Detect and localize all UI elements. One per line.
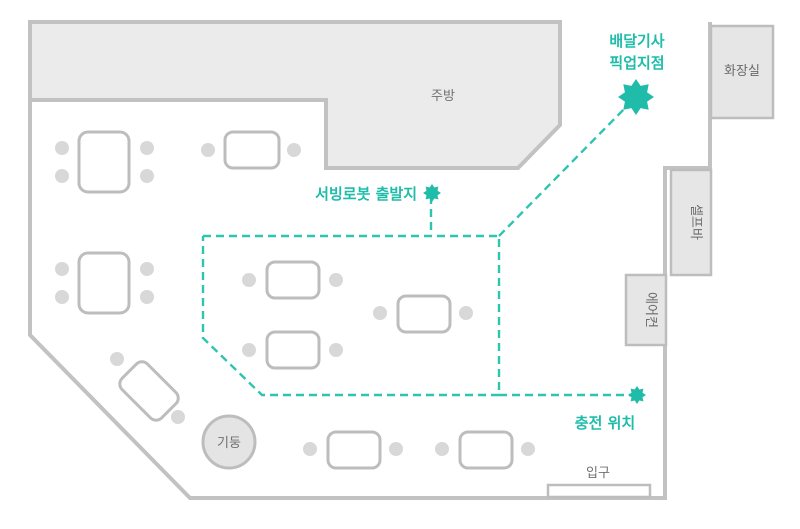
- restroom: [709, 24, 775, 120]
- chair: [242, 343, 256, 357]
- delivery-pickup-label-line2: 픽업지점: [609, 54, 664, 72]
- table: [458, 430, 514, 470]
- table-group-center-2: [242, 330, 343, 370]
- pillar: [201, 414, 257, 470]
- entrance-door: [546, 483, 652, 499]
- table-group-center-3: [373, 294, 473, 334]
- table-group-diagonal: [110, 352, 185, 424]
- robot-start-label: 서빙로봇 출발지: [315, 185, 417, 203]
- chair: [140, 141, 154, 155]
- chair: [55, 141, 69, 155]
- table: [326, 430, 382, 470]
- air-conditioner-label: 에어컨: [643, 292, 658, 328]
- chair: [521, 442, 535, 456]
- delivery-pickup-label-line1: 배달기사: [609, 32, 664, 50]
- chair: [287, 143, 301, 157]
- table: [118, 360, 180, 422]
- chair: [55, 169, 69, 183]
- kitchen-label: 주방: [431, 89, 455, 104]
- chair: [201, 143, 215, 157]
- air-conditioner: [624, 273, 668, 347]
- chair: [329, 273, 343, 287]
- chair: [110, 352, 124, 366]
- table: [223, 130, 281, 170]
- entrance-label: 입구: [586, 466, 610, 481]
- chair: [171, 410, 185, 424]
- table: [265, 330, 321, 370]
- table: [77, 130, 131, 194]
- chair: [389, 442, 403, 456]
- chair: [329, 343, 343, 357]
- chair: [373, 306, 387, 320]
- kitchen-area: [28, 20, 562, 170]
- chair: [55, 262, 69, 276]
- self-bar: [669, 168, 713, 277]
- chair: [55, 290, 69, 304]
- table-group-center-1: [242, 260, 343, 300]
- chair: [140, 169, 154, 183]
- table-group-top: [201, 130, 301, 170]
- robot-start-starburst-icon: [423, 184, 441, 202]
- table: [77, 251, 131, 315]
- pillar-label: 기둥: [217, 436, 241, 451]
- table: [265, 260, 321, 300]
- chair: [303, 442, 317, 456]
- table: [396, 294, 452, 334]
- charging-starburst-icon: [628, 386, 646, 404]
- chair: [435, 442, 449, 456]
- robot-route: [201, 100, 637, 397]
- self-bar-label: 셀프바: [688, 204, 703, 240]
- delivery-pickup-starburst-icon: [618, 79, 654, 115]
- restroom-label: 화장실: [724, 64, 760, 79]
- chair: [242, 273, 256, 287]
- chair: [140, 290, 154, 304]
- outer-wall: [28, 22, 712, 500]
- table-group-bottom-2: [435, 430, 535, 470]
- chair: [140, 262, 154, 276]
- chair: [459, 306, 473, 320]
- table-group-bottom-1: [303, 430, 403, 470]
- charging-label: 충전 위치: [575, 414, 635, 432]
- table-group-left-middle: [55, 251, 154, 315]
- table-group-left-top: [55, 130, 154, 194]
